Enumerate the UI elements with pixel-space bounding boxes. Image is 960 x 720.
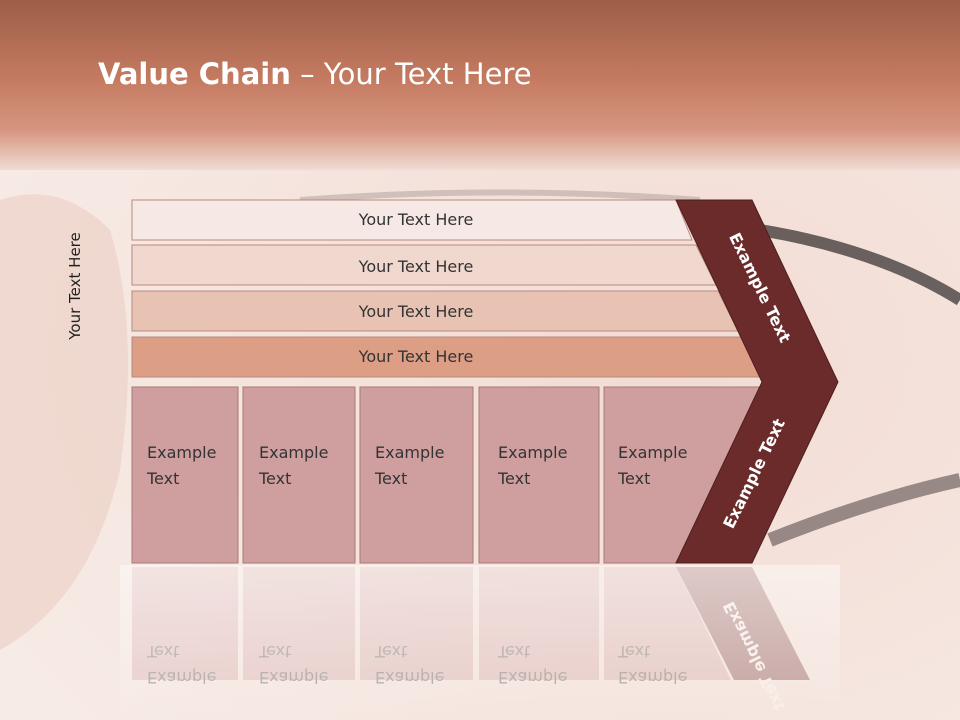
- activity-box-1: Example Text: [131, 386, 239, 564]
- box-1-line2: Text: [146, 469, 179, 488]
- box-5-line1: Example: [618, 443, 687, 462]
- box-4: [478, 386, 600, 564]
- bar-4-label: Your Text Here: [358, 347, 474, 366]
- title-bold: Value Chain: [98, 57, 291, 91]
- box-3-line1: Example: [375, 443, 444, 462]
- bar-row-2: Your Text Here: [131, 244, 717, 286]
- activity-box-4: Example Text: [478, 386, 600, 564]
- bar-2-label: Your Text Here: [358, 257, 474, 276]
- title-rest: – Your Text Here: [290, 57, 532, 91]
- activity-box-5: Example Text: [603, 386, 763, 564]
- activity-box-2: Example Text: [242, 386, 356, 564]
- box-3: [359, 386, 474, 564]
- box-4-line1: Example: [498, 443, 567, 462]
- bar-row-1: Your Text Here: [131, 199, 693, 241]
- box-5-line2: Text: [617, 469, 650, 488]
- bar-1-label: Your Text Here: [358, 210, 474, 229]
- bar-row-4: Your Text Here: [131, 336, 763, 378]
- bar-1: [131, 199, 693, 241]
- box-1-line1: Example: [147, 443, 216, 462]
- activity-box-3: Example Text: [359, 386, 474, 564]
- slide-title: Value Chain – Your Text Here: [98, 54, 532, 94]
- box-1: [131, 386, 239, 564]
- margin-chevron: [675, 199, 839, 564]
- bar-3-label: Your Text Here: [358, 302, 474, 321]
- reflection-fade: [120, 565, 840, 720]
- box-2-line1: Example: [259, 443, 328, 462]
- box-2: [242, 386, 356, 564]
- box-2-line2: Text: [258, 469, 291, 488]
- box-3-line2: Text: [374, 469, 407, 488]
- bar-row-3: Your Text Here: [131, 290, 739, 332]
- box-4-line2: Text: [497, 469, 530, 488]
